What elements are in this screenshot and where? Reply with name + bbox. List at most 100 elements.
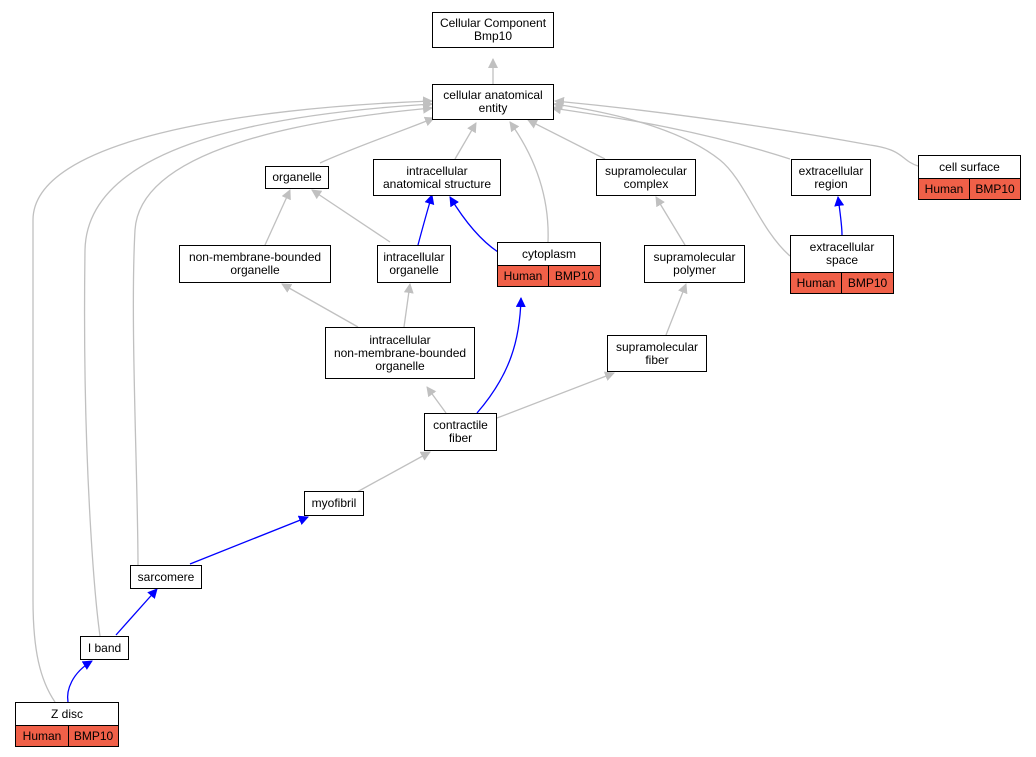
label-line: contractile xyxy=(433,418,488,432)
edge-cf-cytoplasm xyxy=(476,297,526,414)
node-cytoplasm[interactable]: cytoplasm Human BMP10 xyxy=(497,242,601,287)
edge-smc-cae xyxy=(527,119,606,160)
species-tag: Human xyxy=(16,726,69,746)
label-line: fiber xyxy=(448,431,473,445)
annotation-tags: Human BMP10 xyxy=(919,178,1020,199)
label-line: organelle xyxy=(389,263,439,277)
node-sarcomere[interactable]: sarcomere xyxy=(130,565,202,589)
label-line: myofibril xyxy=(311,496,357,510)
node-organelle[interactable]: organelle xyxy=(265,166,329,189)
gene-tag: BMP10 xyxy=(842,273,893,293)
label-line: extracellular xyxy=(798,163,864,178)
edge-ecr-cae xyxy=(551,104,791,160)
label-line: extracellular xyxy=(809,240,875,254)
edge-ecs-ecr xyxy=(834,196,845,236)
edge-io-ias xyxy=(417,194,435,246)
label-line: intracellular xyxy=(369,332,431,347)
node-label: cell surface xyxy=(919,156,1020,178)
node-z-disc[interactable]: Z disc Human BMP10 xyxy=(15,702,119,747)
label-line: complex xyxy=(623,176,669,191)
annotation-tags: Human BMP10 xyxy=(16,725,118,746)
node-label: I band xyxy=(81,637,128,659)
label-line: non-membrane-bounded xyxy=(188,250,322,264)
edge-cf-inmbo xyxy=(426,386,447,414)
label-line: organelle xyxy=(272,170,322,184)
gene-tag: BMP10 xyxy=(970,179,1020,199)
node-label: Z disc xyxy=(16,703,118,725)
label-line: intracellular xyxy=(406,163,468,178)
species-tag: Human xyxy=(791,273,842,293)
species-tag: Human xyxy=(498,266,549,286)
label-line: cytoplasm xyxy=(521,246,577,261)
annotation-tags: Human BMP10 xyxy=(791,272,893,293)
gene-tag: BMP10 xyxy=(69,726,118,746)
edge-sarcomere-cae xyxy=(132,103,433,567)
node-label: organelle xyxy=(266,167,328,188)
label-line: Cellular Component xyxy=(439,16,547,30)
edge-ecs-cae xyxy=(553,100,791,257)
edge-inmbo-io xyxy=(403,283,414,328)
edge-nmbo-organelle xyxy=(264,189,291,246)
edge-smf-smp xyxy=(665,283,688,336)
edge-ias-cae xyxy=(454,122,477,160)
edge-cytoplasm-cae xyxy=(509,121,549,243)
label-line: anatomical structure xyxy=(382,176,492,191)
label-line: I band xyxy=(87,640,122,655)
label-line: intracellular xyxy=(383,250,445,264)
label-line: entity xyxy=(478,101,508,115)
node-label: sarcomere xyxy=(131,566,201,588)
node-label: cytoplasm xyxy=(498,243,600,265)
label-line: polymer xyxy=(673,263,716,277)
edge-smp-smc xyxy=(655,196,686,246)
label-line: sarcomere xyxy=(137,569,195,584)
label-line: organelle xyxy=(375,358,425,373)
node-myofibril[interactable]: myofibril xyxy=(304,491,364,516)
edge-cf-smf xyxy=(496,371,615,419)
label-line: Z disc xyxy=(50,706,83,721)
label-line: non-membrane-bounded xyxy=(333,345,467,360)
label-line: organelle xyxy=(230,263,280,277)
edge-sarcomere-myofibril xyxy=(189,515,309,565)
species-tag: Human xyxy=(919,179,970,199)
label-line: space xyxy=(825,253,859,267)
edge-zdisc-iband xyxy=(66,660,93,703)
node-i-band[interactable]: I band xyxy=(80,636,129,660)
label-line: supramolecular xyxy=(653,250,736,264)
label-line: supramolecular xyxy=(615,339,699,354)
label-line: supramolecular xyxy=(604,163,688,178)
edge-organelle-cae xyxy=(319,116,435,164)
edge-zdisc-cae xyxy=(32,96,433,703)
label-line: region xyxy=(814,176,848,191)
label-line: cell surface xyxy=(939,159,1000,174)
label-line: Bmp10 xyxy=(473,29,513,43)
node-cell-surface[interactable]: cell surface Human BMP10 xyxy=(918,155,1021,200)
edge-iband-cae xyxy=(83,99,433,637)
edge-cytoplasm-ias xyxy=(449,196,499,253)
label-line: cellular anatomical xyxy=(443,88,543,102)
edge-myofibril-cf xyxy=(356,451,431,493)
